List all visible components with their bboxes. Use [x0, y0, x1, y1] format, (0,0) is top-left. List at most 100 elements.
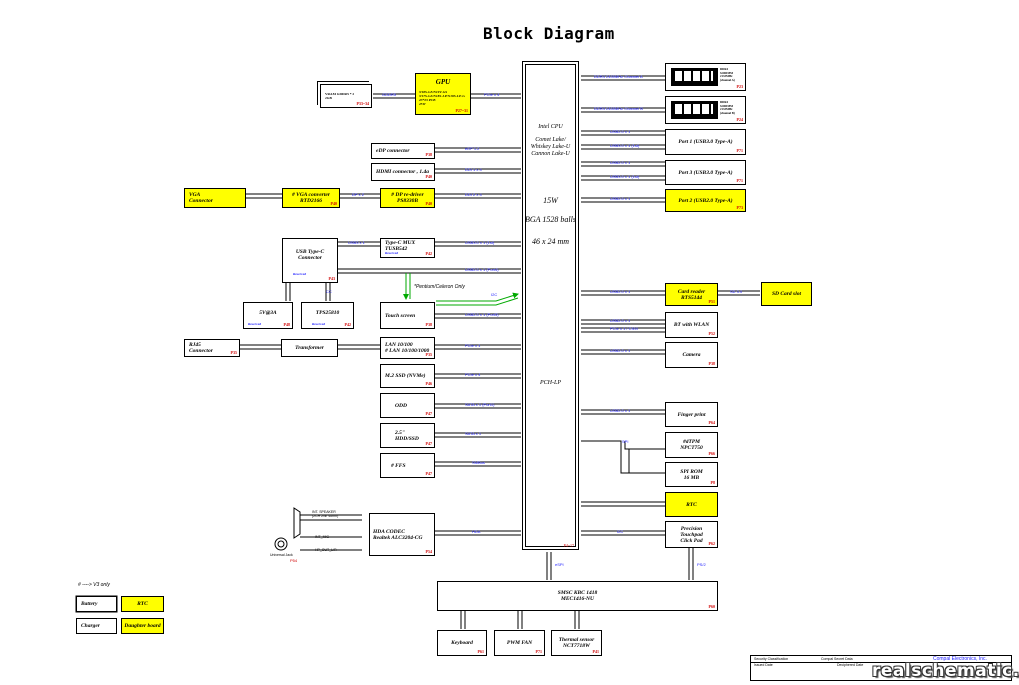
- diagram-title: Block Diagram: [483, 24, 615, 43]
- hdmi-connector-box: HDMI connector , 1.4a P40: [371, 163, 435, 181]
- kbc-box: SMSC KBC 1418 MEC1416-NU P60: [437, 581, 718, 611]
- dimm-a-box: DDR4 SODIMM 2133MHz (channel A) P23: [665, 63, 746, 91]
- jack-icon: [274, 537, 288, 551]
- port1-label: Port 1 (USB3.0 Type-A): [678, 139, 733, 145]
- bus-cam: USB2.0 x 1: [610, 348, 631, 353]
- thermal-sensor-page: P41: [592, 649, 599, 654]
- 5v-3a-label: 5V@3A: [259, 310, 277, 316]
- bus-hda: HDA: [472, 529, 481, 534]
- typec-mux-page: P42: [425, 251, 432, 256]
- tps25810-sub: Reserved: [312, 322, 326, 326]
- typec-mux-label: Type-C MUX TUSB542: [385, 240, 416, 252]
- thermal-sensor-box: Thermal sensor NCT7718W P41: [551, 630, 602, 656]
- odd-page: P47: [425, 411, 432, 416]
- m2-ssd-box: M.2 SSD (NVMe) P46: [380, 364, 435, 388]
- bus-hdd: SATA x 1: [465, 431, 482, 436]
- ffs-box: # FFS P47: [380, 453, 435, 478]
- bus-ddi2: DDI 2 x 4: [465, 192, 482, 197]
- bus-usbc1: USB3.0 x 1 (1st): [465, 240, 495, 245]
- edp-label: eDP connector: [376, 148, 410, 154]
- tb-security: Security Classification: [754, 657, 789, 661]
- cpu-family: Comet Lake/ Whiskey Lake-U Cannon Lake-U: [530, 137, 571, 157]
- finger-print-box: Finger print P64: [665, 402, 718, 427]
- legend-rtc: RTC: [121, 596, 164, 612]
- spi-rom-box: SPI ROM 16 MB P8: [665, 462, 718, 487]
- tb-issued: Issued Date: [754, 663, 773, 667]
- hdmi-page: P40: [425, 174, 432, 179]
- universal-jack-label: Universal Jack: [270, 553, 293, 557]
- dimm-a-page: P23: [736, 84, 743, 89]
- cpu-package: BGA 1528 balls: [525, 215, 576, 224]
- usbc-to-tps-bus: [325, 283, 331, 301]
- i2c-label: I2C: [491, 292, 498, 297]
- keyboard-page: P61: [477, 649, 484, 654]
- spi-rom-page: P8: [710, 480, 715, 485]
- odd-box: ODD P47: [380, 393, 435, 418]
- kbc-label: SMSC KBC 1418 MEC1416-NU: [557, 590, 598, 602]
- touch-screen-page: P38: [425, 322, 432, 327]
- edp-page: P38: [425, 152, 432, 157]
- pwm-fan-page: P71: [535, 649, 542, 654]
- vga-converter-box: # VGA converter RTD2166 P40: [282, 188, 340, 208]
- sd-slot-label: SD Card slot: [771, 291, 802, 297]
- 5v-3a-sub: Reserved: [248, 322, 262, 326]
- rj45-page: P35: [230, 350, 237, 355]
- dimm-b-page: P24: [736, 117, 743, 122]
- finger-print-page: P64: [708, 420, 715, 425]
- bus-cc: CC: [326, 289, 332, 294]
- camera-page: P38: [708, 361, 715, 366]
- usb-typec-sub: Reserved: [293, 272, 307, 276]
- ffs-page: P47: [425, 471, 432, 476]
- ffs-label: # FFS: [391, 462, 406, 469]
- v3-legend: # ----> V3 only: [78, 582, 110, 588]
- pwm-fan-box: PWM FAN P71: [494, 630, 545, 656]
- usb-typec-label: USB Type-C Connector: [295, 249, 325, 261]
- bus-usbc2: USB2.0 x 1 (Port4): [465, 267, 499, 272]
- gpu-box: GPU N18S-G5/N19V-GS N17S-G3/N18S-LP/N18S…: [415, 73, 471, 115]
- legend-charger-label: Charger: [81, 623, 100, 629]
- bt-wlan-page: P52: [708, 331, 715, 336]
- bus-bt: USB2.0 x 1: [610, 318, 631, 323]
- rtc-label: RTC: [686, 501, 697, 508]
- touchpad-page: P62: [708, 541, 715, 546]
- bus-dp: DP x 2: [352, 192, 364, 197]
- title-block: Security Classification Compal Secret Da…: [750, 655, 1012, 681]
- hda-codec-box: HDA CODEC Realtek ALC3204-CG P54: [369, 513, 435, 556]
- camera-box: Camera P38: [665, 342, 718, 368]
- legend-daughter-board: Daughter board: [121, 618, 164, 634]
- vram-page: P33~34: [356, 101, 369, 106]
- edp-connector-box: eDP connector P38: [371, 143, 435, 159]
- card-reader-label: Card reader RTS5144: [677, 288, 706, 301]
- sd-slot-box: SD Card slot: [761, 282, 812, 306]
- spi-tree: [581, 440, 665, 474]
- bus-m2: PCIe x 4: [465, 372, 481, 377]
- rj45-label: RJ45 Connector: [189, 342, 213, 354]
- bus-ddr-b: DDR4 2400MHz Channel B: [594, 106, 643, 111]
- hp-out-label: HP_OUT_L/R: [315, 548, 337, 552]
- cpu-name: Intel CPU: [538, 124, 563, 130]
- bus-sd: SD 3.0: [730, 289, 743, 294]
- bus-lines-right: [581, 75, 760, 536]
- port2-box: Port 2 (USB2.0 Type-A) P73: [665, 189, 746, 212]
- speaker-icon: [293, 507, 301, 539]
- green-arrows: [403, 273, 519, 306]
- dtpm-label: #dTPM NPCT750: [680, 439, 703, 451]
- transformer-label: Transformer: [295, 345, 324, 351]
- tps25810-box: TPS25810 Reserved P42: [301, 302, 354, 329]
- keyboard-label: Keyboard: [451, 640, 473, 646]
- port1-page: P71: [736, 148, 743, 153]
- bus-ffs: SMBus: [472, 460, 485, 465]
- hdd-box: 2.5" HDD/SSD P47: [380, 423, 435, 448]
- pwm-fan-label: PWM FAN: [506, 640, 533, 646]
- tb-secret: Compal Secret Data: [821, 657, 853, 661]
- legend-daughter-label: Daughter board: [124, 623, 161, 629]
- bus-touch: USB2.0 x 1 (Port3): [465, 312, 499, 317]
- bus-usbc-conn: USB3 x 1: [348, 240, 365, 245]
- int-speaker-label: INT. SPEAKER (2CH 2W/ 4ohm): [312, 510, 339, 518]
- bus-ddr-a: DDR4 2400MHz Channel A: [594, 74, 643, 79]
- vga-converter-label: # VGA converter RTD2166: [292, 192, 330, 204]
- port2-page: P73: [736, 205, 743, 210]
- m2-ssd-label: M.2 SSD (NVMe): [385, 373, 426, 379]
- tb-company: Compal Electronics, Inc.: [933, 656, 987, 662]
- bus-edp: eDP 1.2: [465, 146, 480, 151]
